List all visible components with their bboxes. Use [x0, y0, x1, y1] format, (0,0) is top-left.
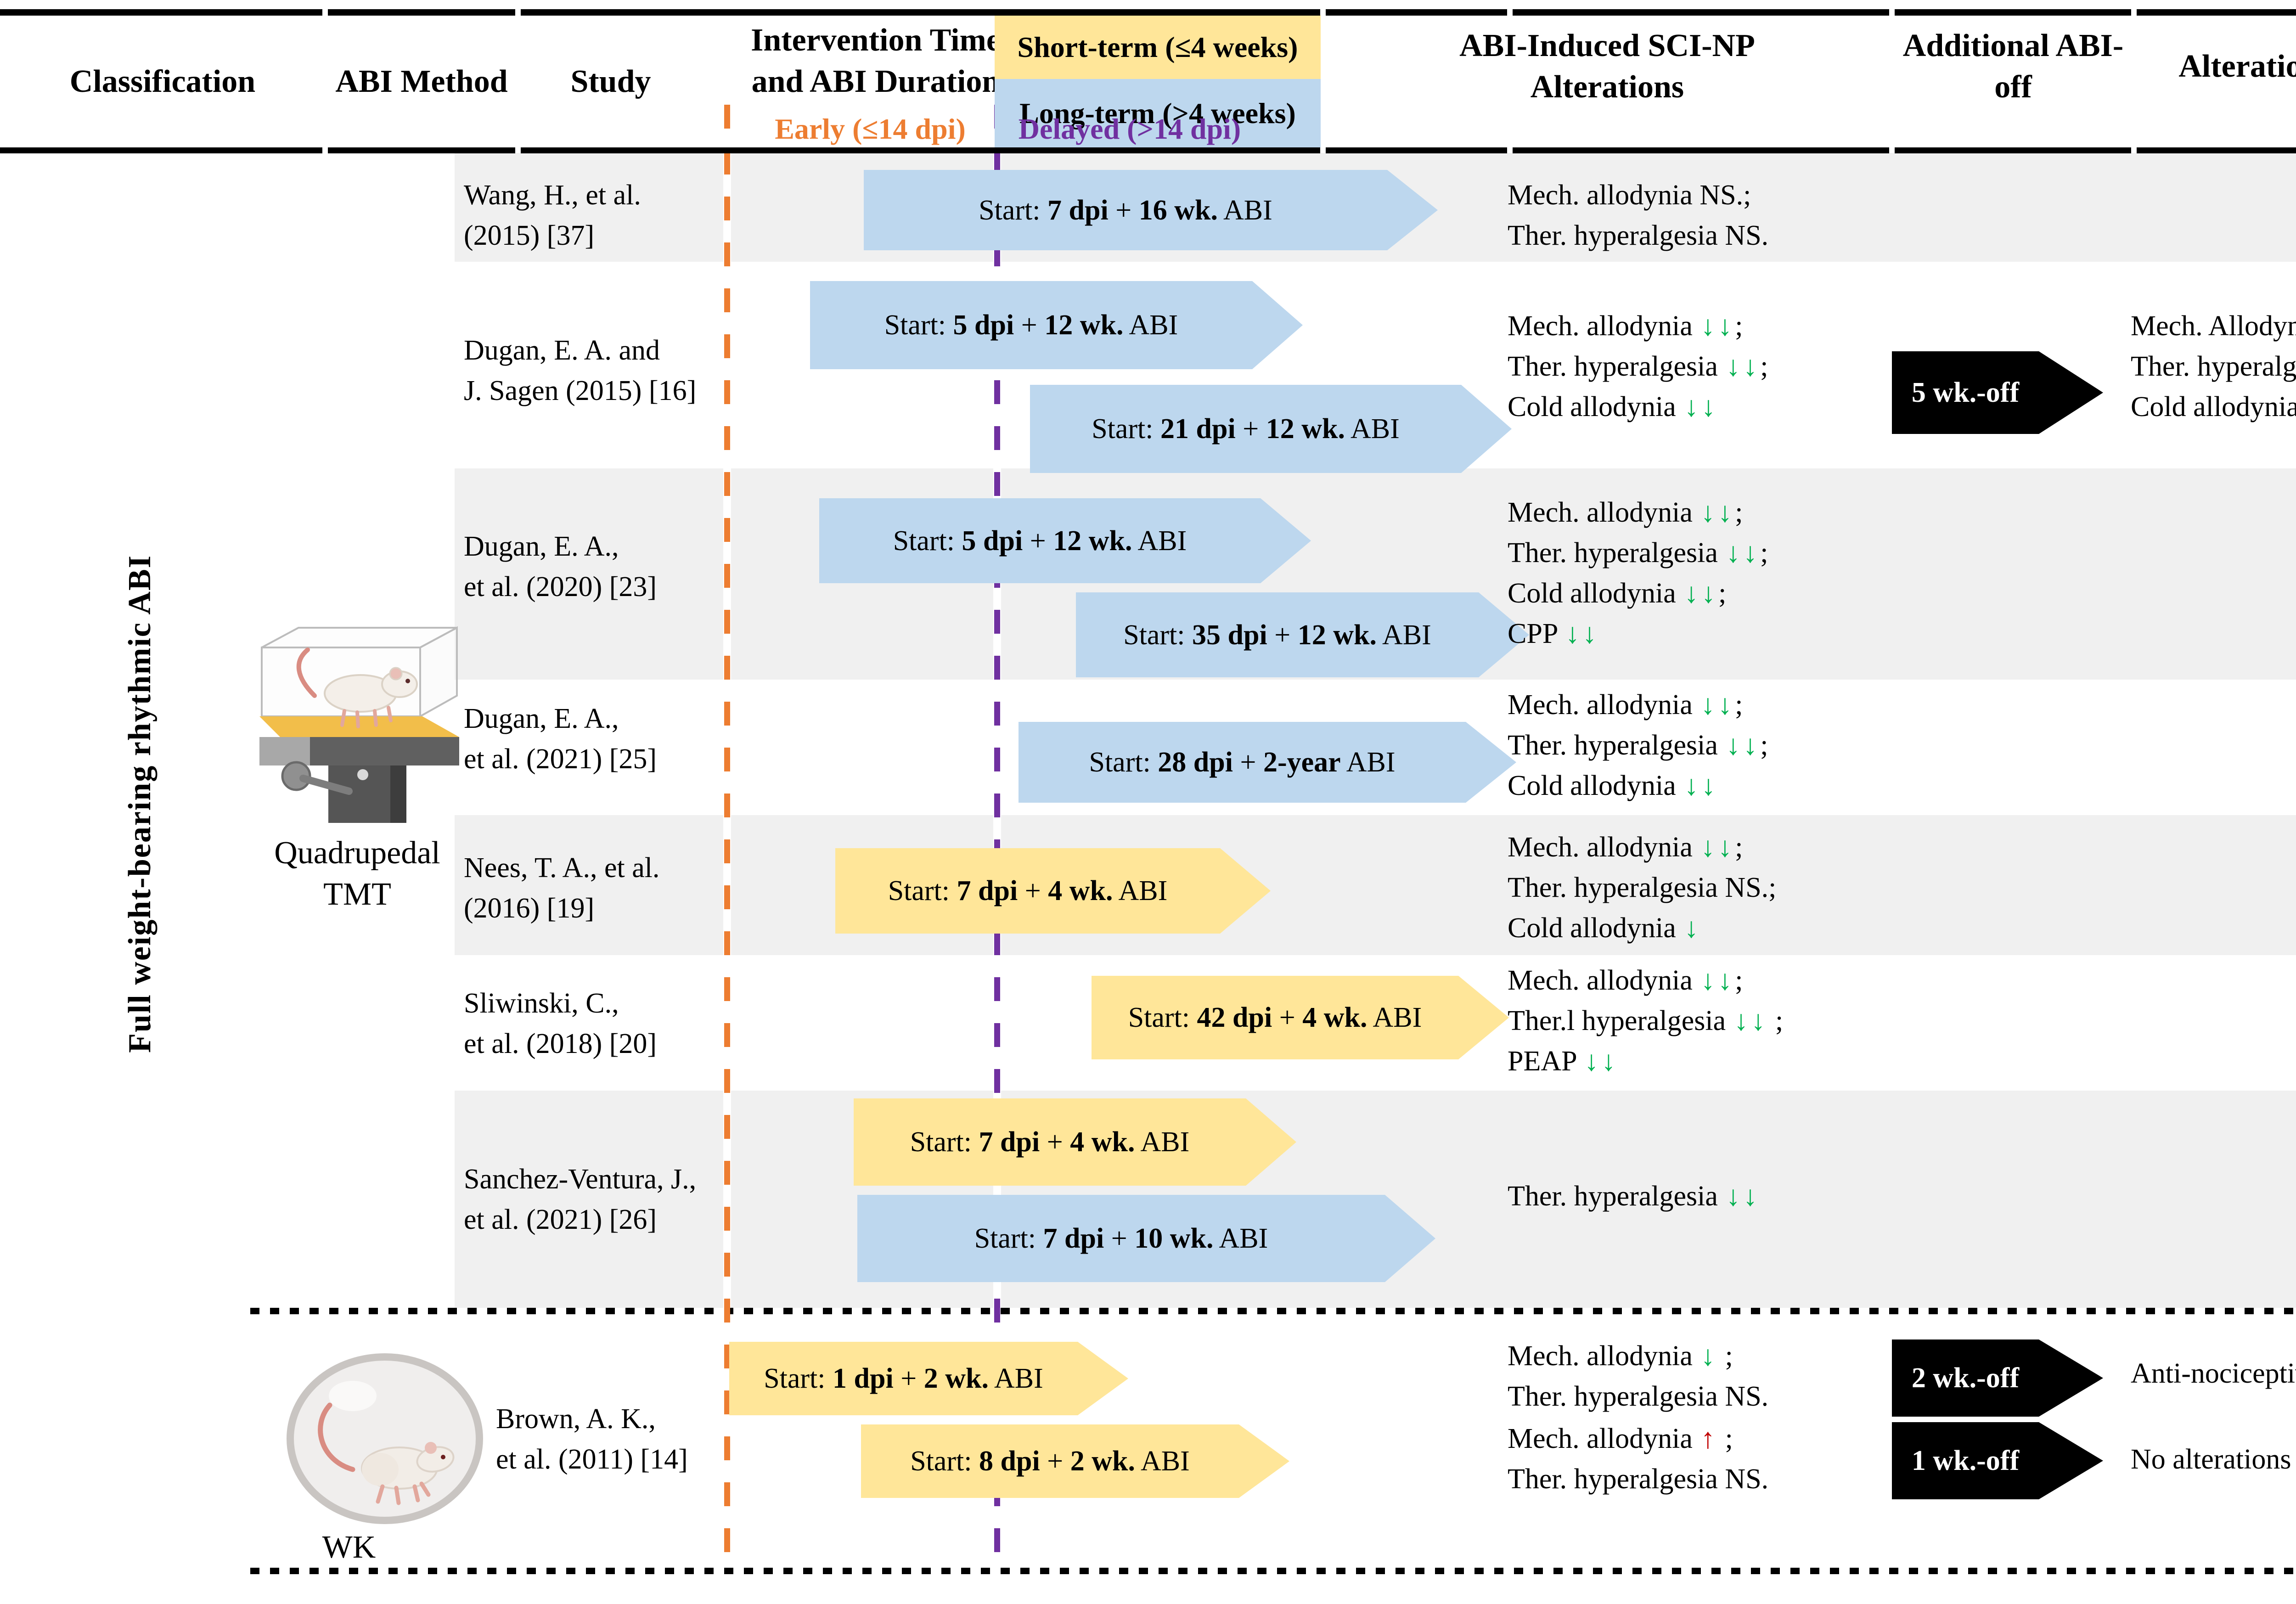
legend-delayed: Delayed (>14 dpi)	[1018, 113, 1241, 145]
timeline-arrow: Start: 1 dpi + 2 wk. ABI	[729, 1342, 1128, 1415]
section-separator-bottom	[250, 1568, 2296, 1574]
header-rule-segment	[0, 9, 322, 16]
header-rule-segment	[1513, 147, 1889, 153]
header-rule-segment	[1895, 9, 2131, 16]
study-label: Dugan, E. A.,et al. (2021) [25]	[464, 703, 657, 775]
header-rule-segment	[521, 147, 1320, 153]
alterations-text: Mech. allodynia ↓↓;Ther.l hyperalgesia ↓…	[1508, 965, 1784, 1077]
study-label: Wang, H., et al.(2015) [37]	[464, 180, 641, 251]
abi-off-arrow: 5 wk.-off	[1892, 351, 2103, 434]
during-off-text: No alterations	[2131, 1444, 2291, 1475]
during-off-text: Anti-nociceptive effects lasted	[2131, 1358, 2296, 1389]
study-label: Sanchez-Ventura, J.,et al. (2021) [26]	[464, 1164, 697, 1235]
header-rule-segment	[328, 147, 515, 153]
legend-long-term: Long-term (>4 weeks)	[995, 79, 1321, 147]
header-rule-segment	[521, 9, 1320, 16]
study-label: Nees, T. A., et al.(2016) [19]	[464, 852, 660, 924]
method-label-tmt-line1: Quadrupedal	[274, 835, 440, 871]
timeline-arrow: Start: 8 dpi + 2 wk. ABI	[861, 1424, 1289, 1498]
alterations-text: Mech. allodynia ↓↓;Ther. hyperalgesia ↓↓…	[1508, 497, 1768, 649]
classification-label: Full weight-bearing rhythmic ABI	[106, 496, 174, 1111]
timeline-arrow: Start: 35 dpi + 12 wk. ABI	[1076, 592, 1529, 677]
abi-off-label: 5 wk.-off	[1911, 377, 2020, 408]
col-header-intervention: Intervention Time and ABI Duration	[751, 20, 1001, 102]
study-label: Dugan, E. A.,et al. (2020) [23]	[464, 531, 657, 602]
abi-off-arrow: 2 wk.-off	[1892, 1339, 2103, 1417]
method-label-wk: WK	[322, 1530, 376, 1565]
col-header-abi-induced: ABI-Induced SCI-NP Alterations	[1459, 25, 1755, 108]
timeline-arrow: Start: 21 dpi + 12 wk. ABI	[1030, 385, 1512, 473]
legend-early: Early (≤14 dpi)	[775, 113, 966, 145]
col-header-study: Study	[570, 64, 651, 99]
alterations-text: Mech. allodynia ↑ ;Ther. hyperalgesia NS…	[1508, 1423, 1769, 1495]
col-header-intervention-line2: and ABI Duration	[751, 64, 1000, 99]
timeline-arrow: Start: 7 dpi + 4 wk. ABI	[835, 848, 1271, 934]
abi-off-label: 1 wk.-off	[1911, 1445, 2020, 1476]
legend-long-term-label: Long-term (>4 weeks)	[1019, 96, 1296, 129]
header-rule-segment	[2137, 147, 2296, 153]
header-rule-segment	[0, 147, 322, 153]
alterations-text: Mech. allodynia ↓↓;Ther. hyperalgesia ↓↓…	[1508, 689, 1768, 801]
legend-short-term: Short-term (≤4 weeks)	[995, 15, 1321, 79]
alterations-text: Ther. hyperalgesia ↓↓	[1508, 1181, 1761, 1212]
col-header-intervention-line1: Intervention Time	[751, 23, 1001, 58]
timeline-arrow: Start: 7 dpi + 10 wk. ABI	[857, 1195, 1435, 1282]
header-rule-segment	[1326, 147, 1507, 153]
timeline-arrow: Start: 42 dpi + 4 wk. ABI	[1092, 976, 1509, 1059]
col-header-classification: Classification	[69, 64, 256, 99]
method-label-tmt-line2: TMT	[323, 877, 391, 912]
running-wheel-icon	[287, 1353, 483, 1524]
col-header-additional-off: Additional ABI- off	[1903, 25, 2123, 108]
header-rule-segment	[1513, 9, 1889, 16]
col-header-additional-off-line2: off	[1994, 69, 2032, 105]
early-threshold-line	[724, 105, 730, 1574]
alterations-text: Mech. allodynia ↓ ;Ther. hyperalgesia NS…	[1508, 1340, 1769, 1412]
col-header-during-off: Alterations during ABI-off	[2178, 49, 2296, 84]
timeline-arrow: Start: 7 dpi + 16 wk. ABI	[864, 170, 1438, 250]
abi-off-label: 2 wk.-off	[1911, 1362, 2020, 1394]
col-header-abi-method: ABI Method	[335, 64, 508, 99]
col-header-abi-induced-line2: Alterations	[1530, 69, 1684, 105]
header-rule-segment	[328, 9, 515, 16]
row-band	[455, 815, 2296, 955]
col-header-abi-induced-line1: ABI-Induced SCI-NP	[1459, 28, 1755, 63]
header-rule-segment	[2137, 9, 2296, 16]
alterations-text: Mech. allodynia NS.;Ther. hyperalgesia N…	[1508, 180, 1769, 251]
timeline-arrow: Start: 5 dpi + 12 wk. ABI	[819, 498, 1311, 583]
col-header-additional-off-line1: Additional ABI-	[1902, 28, 2124, 63]
classification-label-text: Full weight-bearing rhythmic ABI	[122, 554, 158, 1053]
study-label: Sliwinski, C.,et al. (2018) [20]	[464, 988, 657, 1059]
alterations-text: Mech. allodynia ↓↓;Ther. hyperalgesia NS…	[1508, 832, 1777, 944]
legend-short-term-label: Short-term (≤4 weeks)	[1017, 30, 1298, 63]
treadmill-icon	[259, 626, 459, 823]
timeline-arrow: Start: 28 dpi + 2-year ABI	[1019, 722, 1516, 803]
header-rule-segment	[1326, 9, 1507, 16]
timeline-arrow: Start: 7 dpi + 4 wk. ABI	[854, 1098, 1296, 1186]
during-off-text: Mech. Allodynia ↑↑ in 1–2 wk.;Ther. hype…	[2131, 310, 2296, 422]
header-rule-segment	[1895, 147, 2131, 153]
section-separator-top	[250, 1308, 2296, 1314]
alterations-text: Mech. allodynia ↓↓;Ther. hyperalgesia ↓↓…	[1508, 310, 1768, 422]
study-label: Brown, A. K.,et al. (2011) [14]	[496, 1403, 688, 1475]
abi-off-arrow: 1 wk.-off	[1892, 1422, 2103, 1499]
timeline-arrow: Start: 5 dpi + 12 wk. ABI	[810, 281, 1303, 369]
